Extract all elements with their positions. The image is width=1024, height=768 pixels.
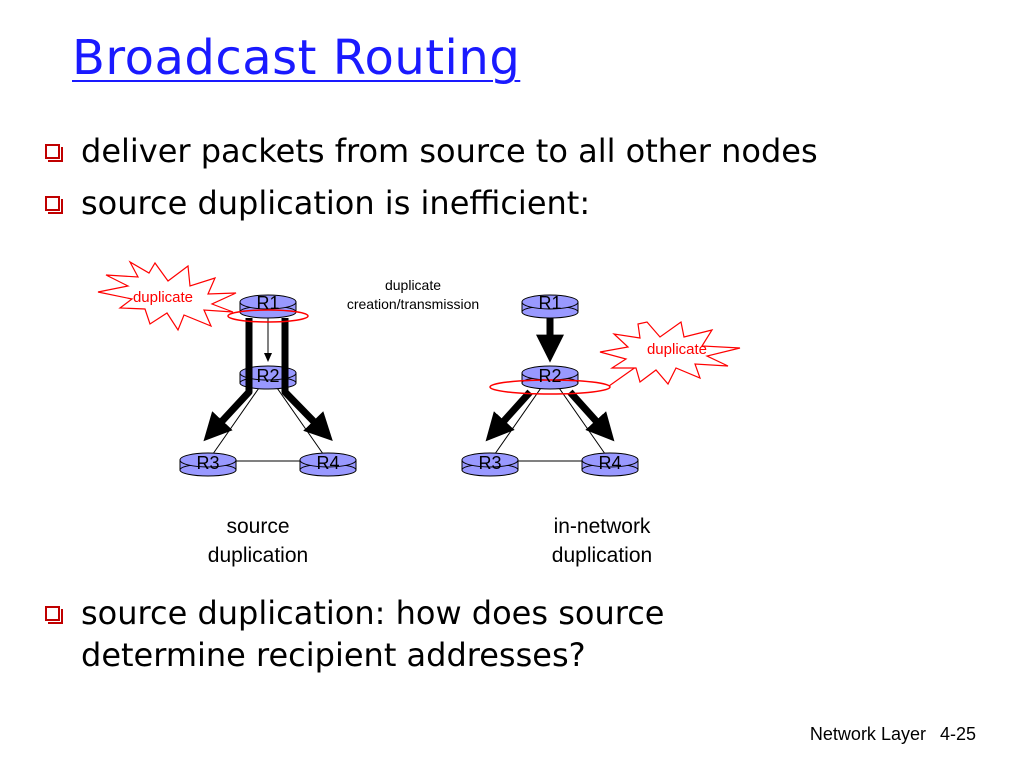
- thick-arrow-r2-r3: [485, 389, 533, 442]
- link-r2-r4: [549, 374, 611, 462]
- router-label: R2: [538, 366, 561, 386]
- router-r1: [521, 294, 579, 319]
- thick-arrow-r2-r4: [567, 389, 615, 442]
- router-r4: [581, 452, 639, 477]
- bullet-text-continuation: determine recipient addresses?: [81, 636, 586, 674]
- link-r2-r3: [207, 374, 269, 462]
- router-label: R3: [478, 453, 501, 473]
- router-label: R2: [256, 366, 279, 386]
- right-caption: in-network duplication: [512, 512, 692, 570]
- router-r4: [299, 452, 357, 477]
- thick-arrow-to-r3: [203, 318, 253, 442]
- duplicate-burst-left: [97, 260, 237, 332]
- router-label: R1: [256, 293, 279, 313]
- left-network: R1 R2 R3 R4 duplicate: [97, 260, 357, 477]
- bullet-item: deliver packets from source to all other…: [45, 130, 818, 172]
- duplicate-highlight: [227, 309, 309, 323]
- left-caption-line2: duplication: [207, 544, 309, 567]
- thick-arrow-to-r4: [281, 318, 333, 442]
- center-label-line1: duplicate: [385, 277, 441, 293]
- footer-page-number: 4-25: [939, 724, 976, 744]
- router-label: R1: [538, 293, 561, 313]
- duplicate-burst-right: [599, 320, 741, 386]
- burst-label: duplicate: [647, 341, 707, 358]
- slide-footer: Network Layer 4-25: [796, 724, 976, 745]
- footer-section: Network Layer: [809, 724, 926, 744]
- link-r2-r4: [267, 374, 329, 462]
- router-r3: [179, 452, 237, 477]
- duplicate-highlight: [489, 379, 611, 395]
- center-label-line2: creation/transmission: [347, 296, 479, 312]
- bullet-text: deliver packets from source to all other…: [81, 132, 818, 170]
- router-label: R4: [316, 453, 339, 473]
- bullet-box-icon: [45, 144, 63, 162]
- link-r2-r3: [489, 374, 551, 462]
- right-caption-line2: duplication: [551, 544, 653, 567]
- bullet-item: source duplication: how does source dete…: [45, 592, 664, 676]
- right-caption-line1: in-network: [553, 515, 651, 538]
- bullet-text: source duplication is inefficient:: [81, 184, 591, 222]
- router-label: R3: [196, 453, 219, 473]
- router-r3: [461, 452, 519, 477]
- left-caption: source duplication: [178, 512, 338, 570]
- left-caption-line1: source: [226, 515, 290, 538]
- bullet-text: source duplication: how does source: [81, 594, 665, 632]
- bullet-item: source duplication is inefficient:: [45, 182, 590, 224]
- slide-title: Broadcast Routing: [72, 30, 521, 86]
- router-label: R4: [598, 453, 621, 473]
- bullet-box-icon: [45, 196, 63, 214]
- right-network: R1 R2 R3 R4 duplicate: [461, 293, 741, 477]
- bullet-box-icon: [45, 606, 63, 624]
- burst-label: duplicate: [133, 289, 193, 306]
